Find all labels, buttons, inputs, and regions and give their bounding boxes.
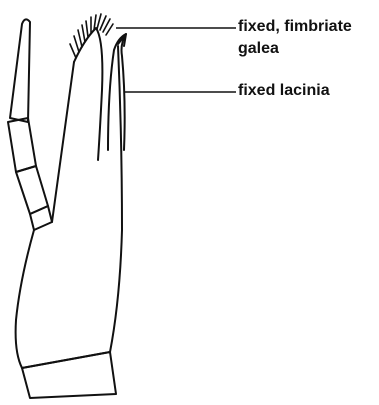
galea-label-line2: galea (238, 38, 279, 60)
cardo (22, 352, 116, 398)
palp-basal-segment (30, 206, 52, 230)
palp-distal-segment (10, 19, 30, 122)
lacinia-label: fixed lacinia (238, 80, 330, 102)
palp-middle-segment (8, 118, 36, 172)
stipes-inner-edge (52, 62, 74, 222)
lacinia (108, 34, 126, 150)
galea-label-line1: fixed, fimbriate (238, 16, 352, 38)
galea-fringe (70, 14, 113, 58)
palp-proximal-segment (16, 166, 48, 214)
